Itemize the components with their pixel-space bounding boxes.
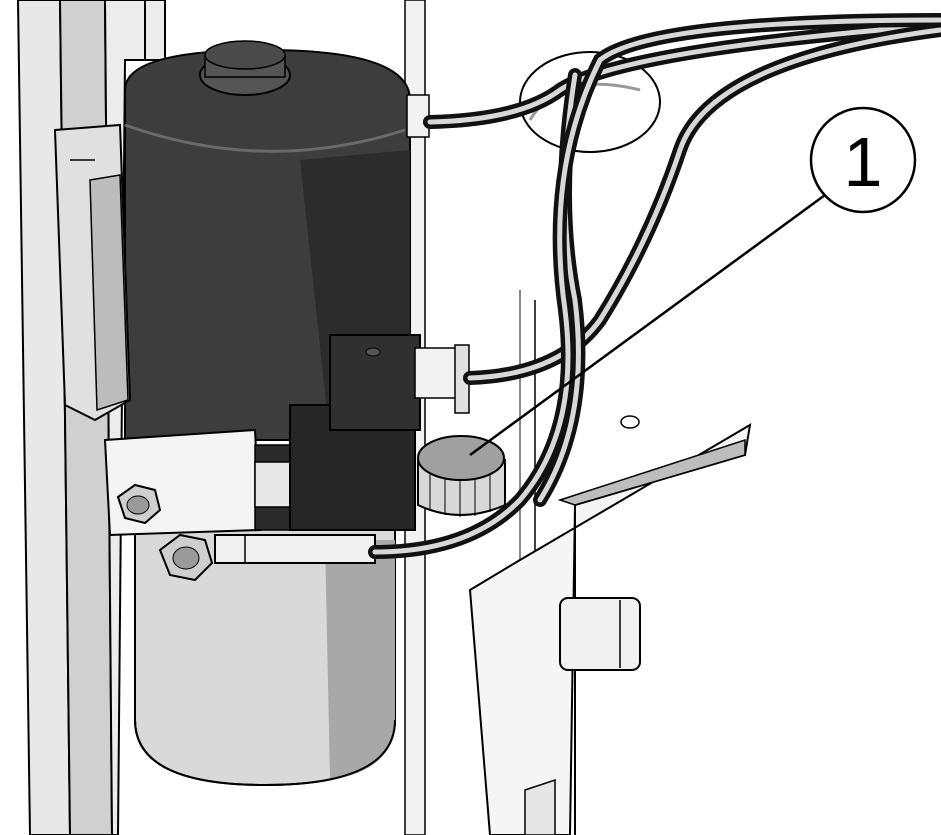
reservoir-tank xyxy=(134,519,396,787)
motor-mount-bracket xyxy=(53,123,132,422)
callout-leader-line xyxy=(469,193,826,457)
cable-terminal xyxy=(214,534,376,564)
hex-nut-upper xyxy=(116,483,162,525)
cables xyxy=(368,13,941,559)
hex-nut-lower xyxy=(158,533,214,582)
knurled-cap xyxy=(417,435,506,517)
callout-1: 1 xyxy=(809,106,917,214)
callout-1-label: 1 xyxy=(844,123,883,201)
callout-1-circle xyxy=(809,106,917,214)
lower-right-frame xyxy=(468,415,752,835)
top-cable-fitting xyxy=(406,94,430,138)
